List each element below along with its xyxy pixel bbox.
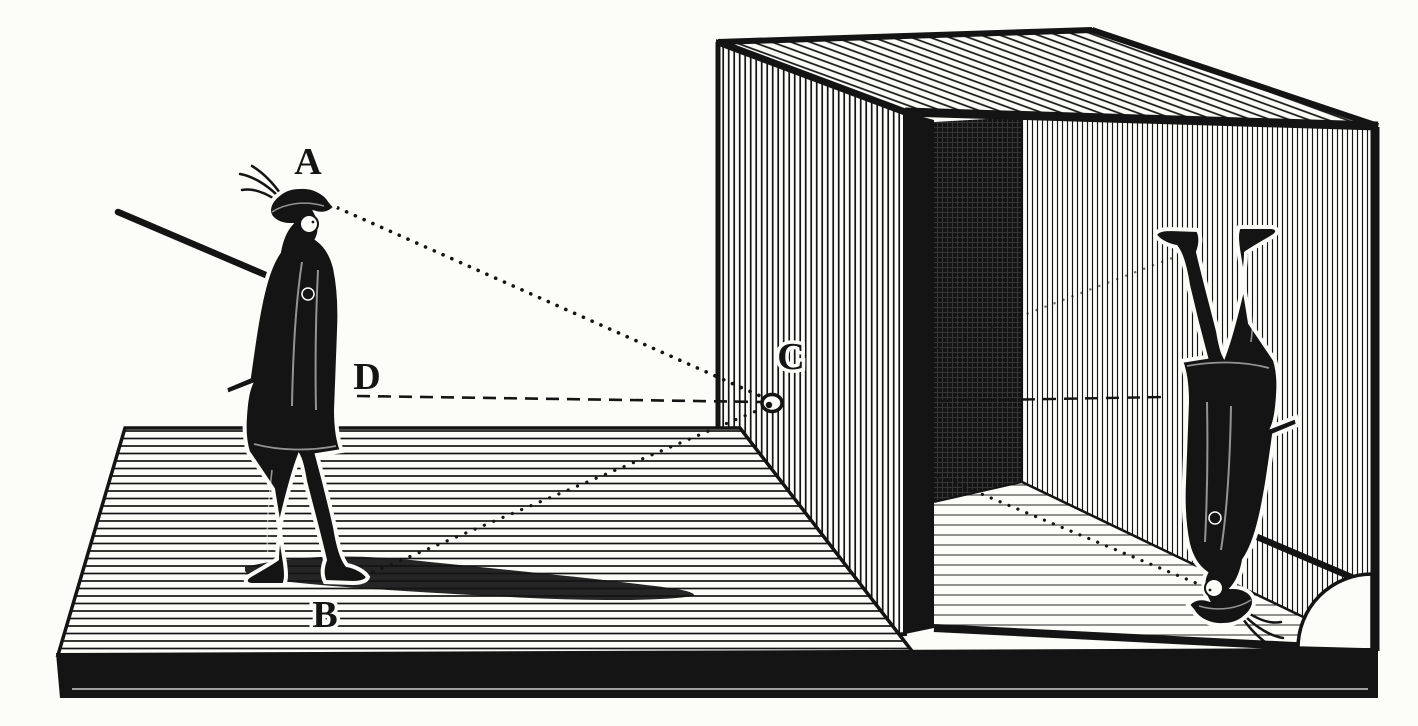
box-front-top-edge [904, 107, 1379, 131]
box-cut-edge-post [905, 112, 934, 634]
box-right-top-edge [1091, 27, 1379, 129]
light-ray-a [327, 202, 769, 401]
light-ray-b [352, 407, 763, 582]
light-ray-a-interior [936, 474, 1210, 590]
aperture-pinhole [760, 392, 784, 414]
box-interior-floor-hatch [934, 482, 1372, 650]
light-ray-d-interior [937, 395, 1163, 403]
box-interior-shadow-texture [934, 117, 1022, 502]
box-back-top-edge [717, 27, 1093, 45]
label-a: A [294, 141, 322, 183]
light-ray-b-interior [936, 256, 1174, 350]
label-c: C [777, 336, 804, 378]
interior-recess-floor-edge [933, 481, 1023, 503]
label-d: D [353, 356, 380, 398]
box-top-left-edge [716, 38, 907, 116]
box-rounded-corner [1296, 572, 1374, 652]
label-b: B [312, 594, 337, 636]
light-ray-d [356, 394, 764, 404]
base-plinth [56, 648, 1378, 698]
camera-obscura-box: C [715, 27, 1380, 654]
